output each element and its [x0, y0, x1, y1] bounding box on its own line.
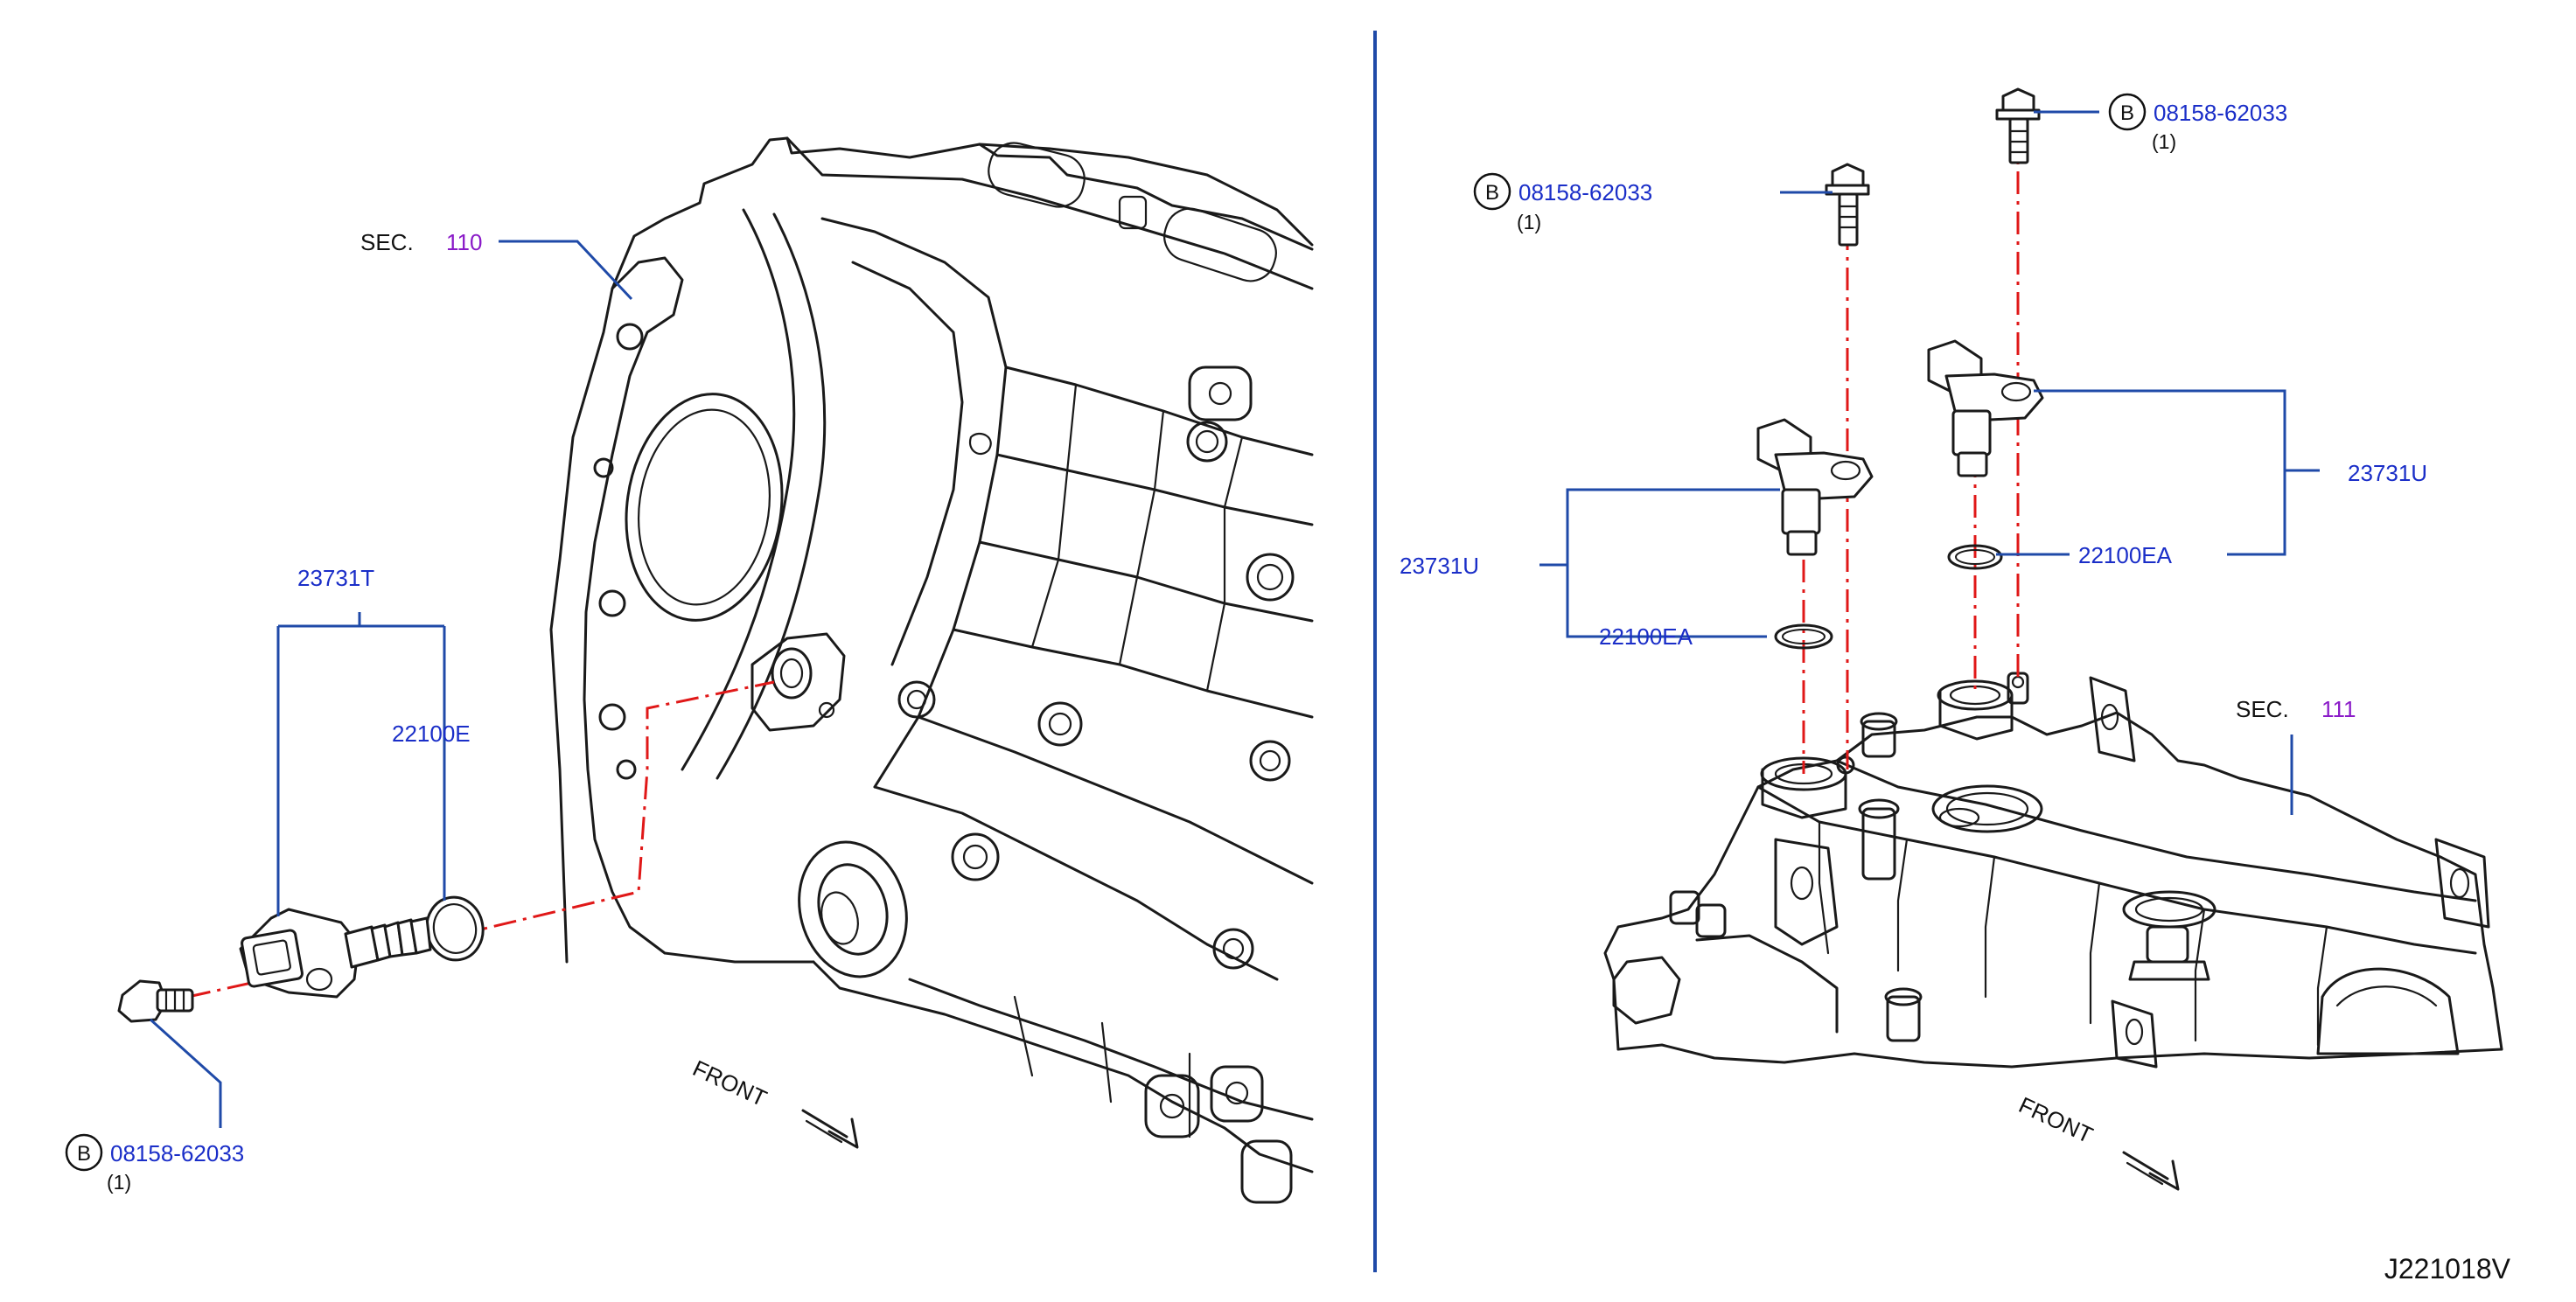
diagram-code: J221018V — [2384, 1253, 2511, 1285]
right-leaders — [1539, 110, 2320, 815]
left-sec-prefix: SEC. — [360, 229, 414, 255]
right-bolt-right-badge: B — [2108, 93, 2147, 131]
sensor-23731u-right-drawing — [1927, 339, 2044, 477]
bolt-left-panel-drawing — [117, 979, 194, 1023]
right-front-arrow-icon — [2122, 1151, 2180, 1191]
left-bolt-qty: (1) — [107, 1171, 131, 1194]
right-front-label: FRONT — [2014, 1091, 2097, 1148]
left-sec-number[interactable]: 110 — [446, 229, 482, 255]
sensor-23731t-drawing — [239, 908, 432, 999]
oring-22100ea-left-drawing — [1774, 623, 1833, 650]
left-leaders — [149, 240, 633, 1128]
left-bolt-part-label[interactable]: 08158-62033 — [110, 1140, 244, 1166]
right-sec-prefix: SEC. — [2236, 696, 2289, 722]
right-bolt-right-badge-circle — [2108, 93, 2147, 131]
right-bolt-left-badge-circle — [1473, 172, 1511, 211]
engine-block-drawing — [549, 136, 1314, 1204]
oring-22100ea-right-drawing — [1947, 544, 2003, 570]
bolt-right-panel-left-drawing — [1825, 163, 1870, 247]
left-front-label: FRONT — [688, 1055, 771, 1111]
sensor-23731t-label[interactable]: 23731T — [297, 565, 374, 591]
right-bolt-right-badge-letter: B — [2120, 101, 2134, 125]
right-bolt-left-qty: (1) — [1517, 211, 1541, 233]
left-bolt-badge-circle — [65, 1133, 103, 1172]
left-front-arrow-icon — [801, 1109, 859, 1149]
bolt-right-panel-right-drawing — [1995, 87, 2041, 164]
oring-22100ea-right-label[interactable]: 22100EA — [2078, 542, 2173, 568]
right-bolt-left-badge: B — [1473, 172, 1511, 211]
oring-22100ea-left-label[interactable]: 22100EA — [1599, 623, 1693, 650]
right-bolt-right-part-label[interactable]: 08158-62033 — [2154, 100, 2287, 126]
oring-22100e-label[interactable]: 22100E — [392, 721, 471, 747]
left-bolt-badge: B — [65, 1133, 103, 1172]
right-bolt-left-part-label[interactable]: 08158-62033 — [1518, 179, 1652, 205]
sensor-23731u-left-label[interactable]: 23731U — [1400, 553, 1479, 579]
right-left-sensor-centerline — [1802, 227, 1849, 774]
right-bolt-right-qty: (1) — [2152, 130, 2176, 153]
left-sensor-centerline — [187, 680, 775, 999]
right-sec-number[interactable]: 111 — [2321, 696, 2356, 722]
sensor-23731u-left-drawing — [1756, 418, 1874, 556]
right-bolt-left-badge-letter: B — [1485, 181, 1499, 205]
cylinder-head-drawing — [1603, 672, 2503, 1069]
left-bolt-badge-letter: B — [77, 1142, 91, 1166]
oring-22100e-drawing — [425, 895, 485, 962]
sensor-23731u-right-label[interactable]: 23731U — [2348, 460, 2427, 486]
